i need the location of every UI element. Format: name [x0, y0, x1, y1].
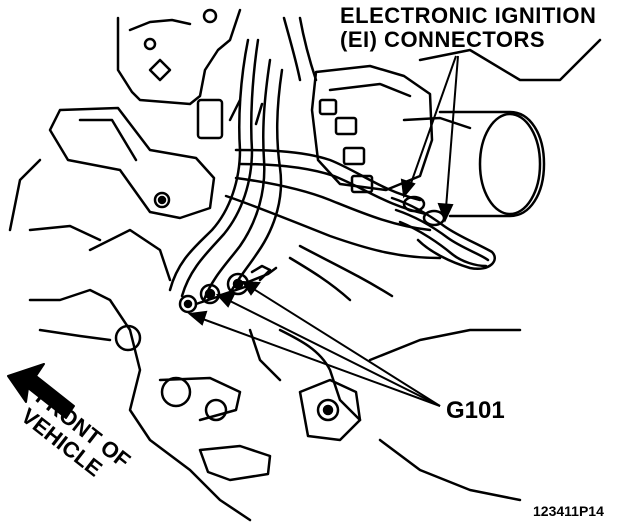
ei-arrowhead-1: [400, 178, 416, 199]
ground-g101-label: G101: [446, 397, 505, 424]
engine-casting: [116, 8, 242, 140]
ground-arrowhead-1: [187, 310, 208, 326]
front-of-vehicle-arrow-icon: [7, 363, 75, 419]
ei-callout-line-2: (EI) CONNECTORS: [340, 27, 546, 52]
ei-connectors-callout: ELECTRONIC IGNITION (EI) CONNECTORS: [340, 4, 596, 52]
wiring-harness: [168, 16, 442, 304]
ignition-module: [310, 64, 472, 194]
right-cylinder: [418, 38, 602, 218]
figure-code: 123411P14: [533, 503, 604, 519]
ground-arrowhead-3: [241, 280, 261, 296]
ground-leader-arrows: [187, 280, 441, 407]
ground-leader-line-1: [199, 317, 441, 407]
ei-callout-line-1: ELECTRONIC IGNITION: [340, 3, 597, 28]
ei-leader-line-1: [409, 55, 457, 187]
ei-arrowhead-2: [437, 202, 454, 223]
ground-arrowhead-2: [215, 292, 236, 308]
ground-leader-line-3: [251, 287, 441, 407]
ei-connector-loop: [390, 195, 496, 271]
lower-engine: [28, 224, 522, 522]
ei-leader-arrows: [400, 55, 459, 223]
ground-leader-line-2: [227, 299, 441, 407]
left-bracket: [8, 106, 216, 232]
ei-leader-line-2: [445, 55, 459, 209]
